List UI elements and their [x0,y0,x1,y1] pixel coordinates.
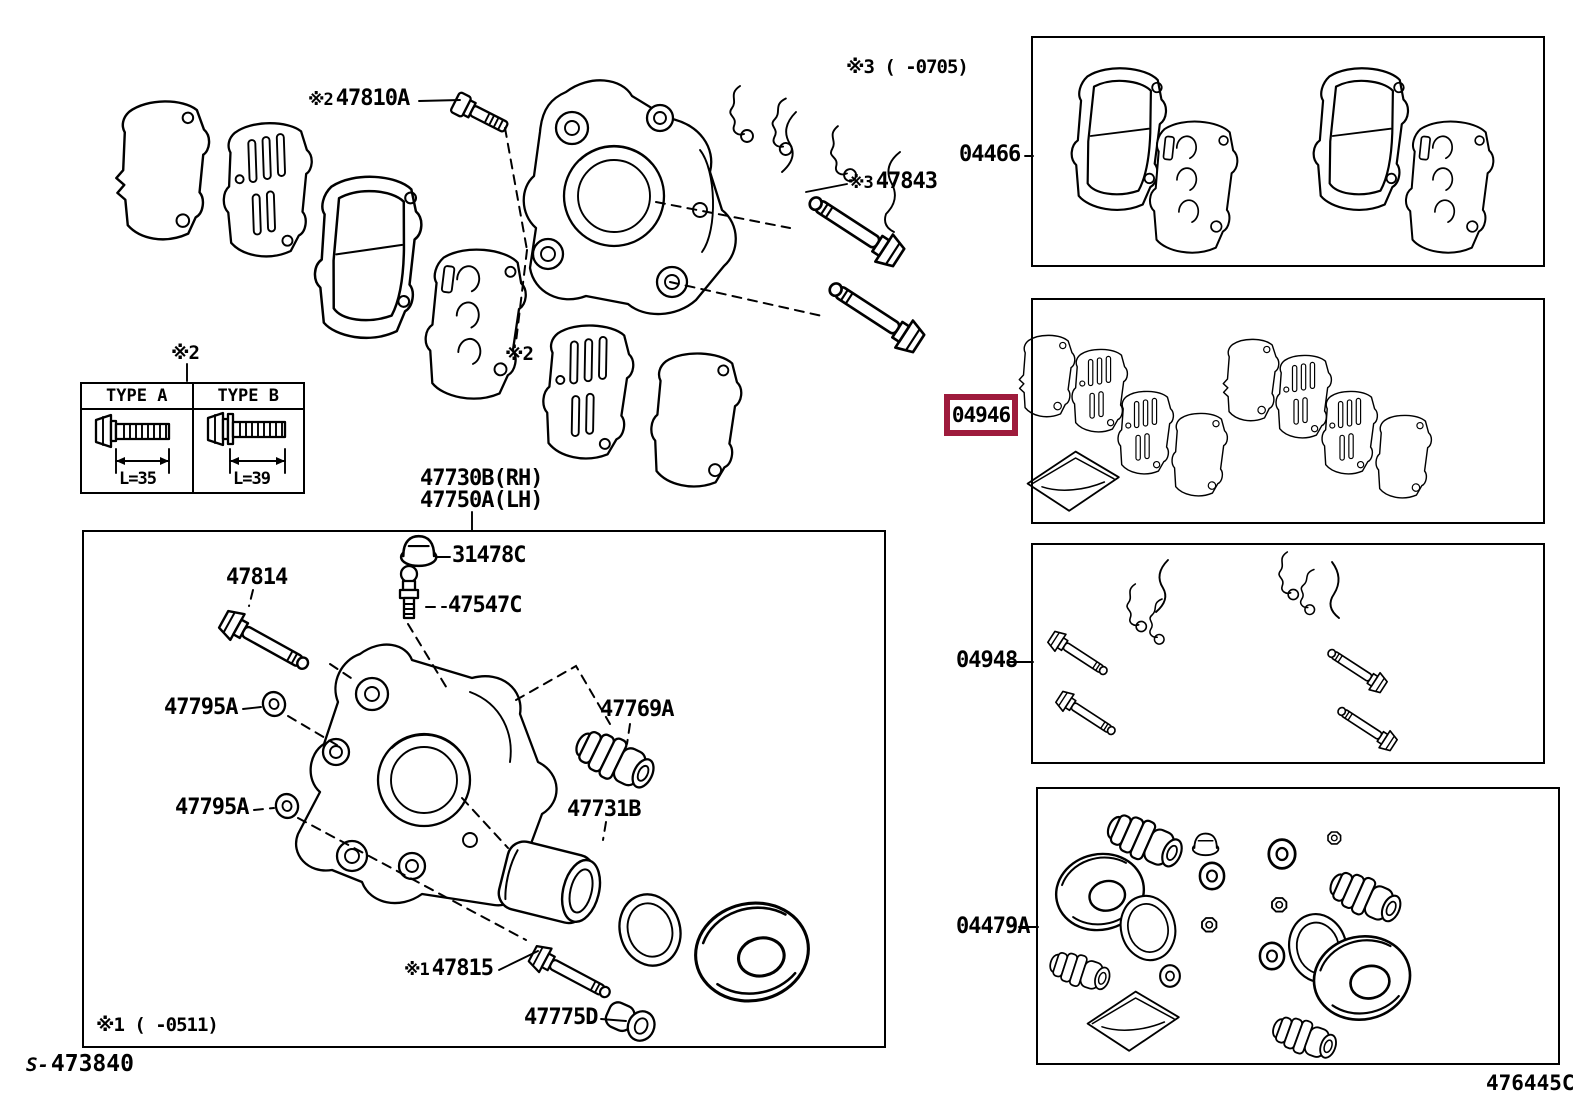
note-marker: ※2 [308,90,334,110]
note-marker-type-table: ※2 [171,342,200,364]
note-applicability-0511: ※1 ( -0511) [96,1014,219,1036]
callout-04479a[interactable]: 04479A [956,914,1030,939]
slide-pins-drawing [800,185,929,359]
callout-47731b[interactable]: 47731B [567,797,641,822]
note-applicability-0705: ※3 ( -0705) [846,56,969,78]
type-b-length: L=39 [233,469,271,489]
callout-31478c[interactable]: 31478C [452,543,526,568]
callout-47547c[interactable]: 47547C [448,593,522,618]
type-a-header: TYPE A [82,384,194,408]
shim-kit-box [1031,298,1545,524]
type-table-bolt-art [94,411,287,474]
caliper-body-drawing [295,643,558,907]
type-table-divider [192,410,194,492]
callout-47730b-47750a[interactable]: 47730B(RH) 47750A(LH) [420,466,543,514]
type-a-length: L=35 [119,469,157,489]
sheet-code: 476445C [1486,1071,1575,1095]
callout-04466[interactable]: 04466 [959,142,1021,167]
callout-04948[interactable]: 04948 [956,648,1018,673]
note-marker: ※1 [404,960,430,980]
caliper-bracket-drawing [522,79,737,316]
callout-47775d[interactable]: 47775D [524,1005,598,1030]
leader-lines [186,99,1039,1022]
cylinder-kit-box [1036,787,1560,1065]
callout-47795a-upper[interactable]: 47795A [164,695,238,720]
fitting-kit-box [1031,543,1545,764]
selected-part-number: 04946 [951,403,1011,427]
note-marker: ※3 [848,173,874,193]
caliper-assembly-box [82,530,886,1048]
clips-47843-drawing [729,85,901,233]
pad-kit-box [1031,36,1545,267]
callout-47769a[interactable]: 47769A [600,697,674,722]
type-b-header: TYPE B [217,386,279,406]
note-marker-assembly: ※2 [505,343,534,365]
fitting-kit-04948-drawing [1045,551,1400,755]
figure-number: S-473840 [26,1051,134,1077]
bolt-type-table: TYPE A TYPE B [80,382,305,494]
callout-47795a-lower[interactable]: 47795A [175,795,249,820]
callout-04946-highlighted[interactable]: 04946 [944,394,1018,436]
callout-47814[interactable]: 47814 [226,565,288,590]
bolt-47810a-drawing [448,90,513,139]
